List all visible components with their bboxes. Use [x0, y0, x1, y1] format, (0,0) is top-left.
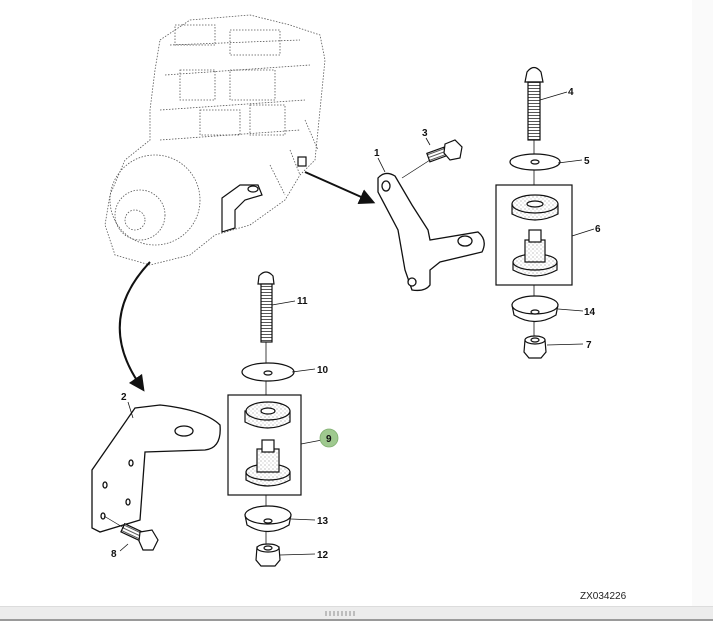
- callout-1[interactable]: 1: [374, 148, 380, 159]
- callout-14[interactable]: 14: [584, 307, 596, 318]
- arrow-to-left-assembly: [118, 261, 151, 392]
- washer-5: [509, 153, 561, 171]
- callout-10[interactable]: 10: [317, 365, 329, 376]
- nut-7: [523, 335, 547, 359]
- callout-11[interactable]: 11: [297, 296, 308, 307]
- cup-washer-13: [244, 505, 292, 533]
- callout-12[interactable]: 12: [317, 550, 329, 561]
- callout-5[interactable]: 5: [584, 156, 590, 167]
- bolt-4: [524, 66, 544, 141]
- leader-1: [377, 157, 386, 173]
- callout-6[interactable]: 6: [595, 224, 601, 235]
- nut-12: [255, 543, 281, 567]
- drag-handle-icon[interactable]: [325, 611, 355, 616]
- washer-10: [241, 362, 295, 382]
- isolator-kit-9: [227, 394, 302, 496]
- callout-7[interactable]: 7: [586, 340, 592, 351]
- engine-mount-bracket: [221, 156, 307, 233]
- callout-4[interactable]: 4: [568, 87, 574, 98]
- callout-8[interactable]: 8: [111, 549, 117, 560]
- resize-bar[interactable]: [0, 606, 713, 621]
- isolator-kit-6: [495, 184, 573, 286]
- parts-diagram: 1 2 3 4 5 6 7 8 9 10 11 12 13 14 ZX03422…: [91, 14, 627, 602]
- cup-washer-14: [511, 295, 559, 323]
- callout-13[interactable]: 13: [317, 516, 329, 527]
- reference-code: ZX034226: [580, 591, 627, 602]
- right-bracket: [377, 172, 485, 292]
- arrow-to-right-assembly: [304, 171, 376, 205]
- callout-3[interactable]: 3: [422, 128, 428, 139]
- bolt-3: [426, 139, 463, 163]
- side-panel-edge: [692, 0, 713, 606]
- callout-9-highlight[interactable]: [319, 428, 339, 448]
- bolt-8: [120, 522, 159, 551]
- left-bracket: [91, 404, 221, 533]
- bolt-11: [257, 271, 275, 343]
- engine-illustration: [104, 14, 326, 266]
- callout-9[interactable]: 9: [326, 434, 332, 445]
- callout-2[interactable]: 2: [121, 392, 127, 403]
